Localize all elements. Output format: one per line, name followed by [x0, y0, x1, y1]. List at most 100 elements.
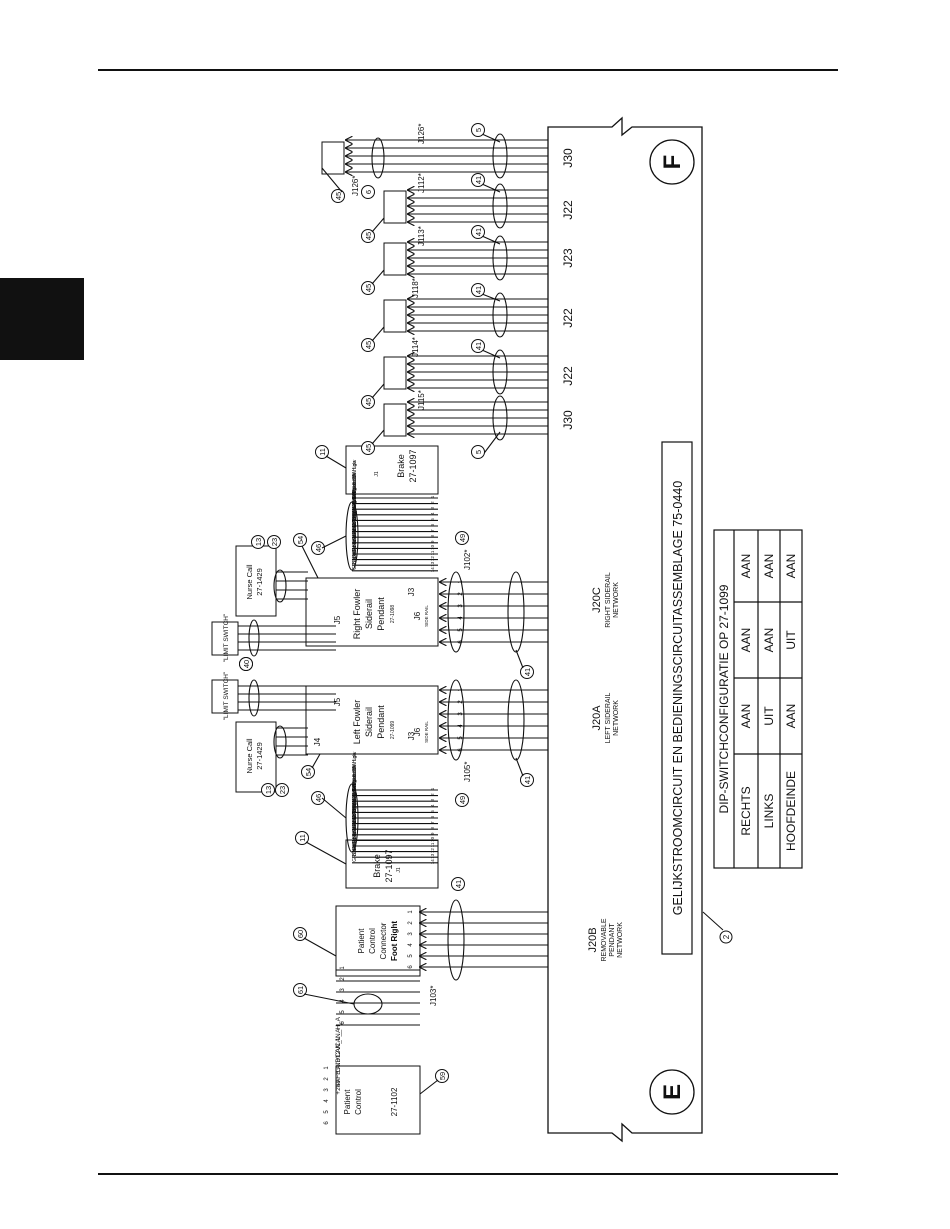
top-leader-3	[481, 293, 501, 302]
right_side-net-bubble-circle	[455, 531, 469, 545]
jack-j115: J115*	[417, 390, 426, 410]
right_side-nurse-tie-bubble-circle	[267, 535, 281, 549]
left_side-brake-pin-8: 9	[430, 832, 435, 835]
left_side-brake-pin-0: 1	[430, 787, 435, 790]
left_side-brake-pin-12: 13	[430, 853, 435, 859]
right_side-nurse-tie-bubble-number: 23	[270, 538, 279, 546]
pcc-line-4: Foot Right	[390, 921, 399, 961]
left_side-brake-wire-label-9: Brake LED Right	[352, 802, 358, 840]
left_side-nurse-bubble-circle	[261, 783, 275, 797]
svg-text:REMOVABLE: REMOVABLE	[601, 918, 608, 961]
right-brake-bubble-number: 11	[318, 448, 327, 456]
right_side-brake-pin-1: 2	[430, 501, 435, 504]
top-bubble-4-number: 41	[474, 342, 483, 350]
right-pendant-j5: J5	[333, 615, 342, 624]
top-box-bubble-2-circle	[361, 281, 375, 295]
left-brake-title: Brake	[372, 854, 382, 878]
pc-signal-1: CAN_L_A	[335, 1028, 342, 1058]
left_side-brake-pin-5: 6	[430, 815, 435, 818]
left_side-net-tie-bubble-number: 41	[523, 776, 532, 784]
chapter-tab	[0, 278, 84, 360]
pc-signal-5: +24V	[335, 1079, 342, 1095]
left_side-nurse-bubble-number: 13	[264, 786, 273, 794]
left-pendant-part: 27-1099	[390, 721, 396, 740]
dip-table-title: DIP-SWITCHCONFIGURATIE OP 27-1099	[717, 584, 731, 813]
board-callout-bubble	[719, 930, 733, 944]
pcc-pin-a-2: 3	[340, 988, 346, 992]
right_side-brake-pin-4: 5	[430, 518, 435, 521]
jack-j113: J113*	[417, 226, 426, 246]
right_side-brake-wire-label-2: Right Brake SW High	[352, 461, 358, 508]
top-box-bubble-0-number: 45	[334, 192, 343, 200]
connector-box-j126	[321, 141, 345, 175]
jack-j126-cable: J126*	[351, 176, 360, 196]
left-harness-jack: J105*	[463, 762, 472, 782]
top-bubble-5-circle	[471, 445, 485, 459]
left-pendant-leader	[311, 753, 321, 769]
connector-box-j115	[383, 403, 407, 437]
left-brake-part: 27-1097	[384, 849, 394, 882]
right_side-brake-wire-label-3: Brake SW Leftside	[352, 472, 358, 514]
pc-cable-bubble-circle	[293, 983, 307, 997]
dip-row-rechts-name: RECHTS	[739, 786, 753, 835]
dip-row-links-v1: AAN	[762, 554, 776, 579]
left_side-net-bubble-circle	[455, 793, 469, 807]
right-nurse-call-box	[235, 545, 277, 617]
left_side-brake-pin-13: 14	[430, 859, 435, 865]
pcc-pin-a-5: 6	[340, 1021, 346, 1025]
dip-row-hoofdeinde-v1: AAN	[784, 554, 798, 579]
board-callout-number: 2	[722, 934, 731, 939]
right-pendant-leader	[301, 545, 319, 579]
board-end-f-label: F	[659, 155, 686, 170]
top-box-bubble-4-circle	[361, 395, 375, 409]
right-pendant-line-1: Right Fowler	[352, 589, 362, 640]
top-box-bubble-1-circle	[361, 229, 375, 243]
connector-j20a: J20A LEFT SIDERAIL NETWORK	[591, 692, 620, 743]
pc-pin-4: 5	[324, 1110, 330, 1114]
left_side-brake-wire-label-6: Brake LED Reset	[352, 783, 358, 822]
pcc-pin-a-1: 2	[340, 977, 346, 981]
patient-control-line-1: Patient	[343, 1089, 352, 1115]
right-brake-box	[345, 445, 439, 495]
pc-bubble-circle	[435, 1069, 449, 1083]
patient-control-box	[335, 1065, 421, 1135]
top-box-leader-0	[321, 167, 343, 193]
svg-text:J20B: J20B	[587, 927, 599, 952]
left_side-brake-pin-11: 12	[430, 848, 435, 854]
left-pendant-j5: J5	[333, 697, 342, 706]
right_side-net-tie-leader	[515, 649, 524, 669]
top-box-bubble-3-number: 45	[364, 341, 373, 349]
left_side-brake-wire-label-7: Brake SW Low	[352, 795, 358, 828]
pcc-pin-b-3: 4	[408, 943, 414, 947]
left_side-net-pin-2: 3	[458, 712, 464, 716]
right_side-brake-wire-label-1: Left Brake SW Low	[352, 459, 358, 502]
top-bubble-3-number: 41	[474, 286, 483, 294]
right_side-harness-bubble-circle	[311, 541, 325, 555]
right_side-brake-wire-label-7: Brake SW Low	[352, 503, 358, 536]
top-box-leader-1	[371, 217, 385, 233]
right-limit-switch-label: "LIMIT SWITCH"	[223, 613, 230, 662]
left_side-brake-wire-label-5: Brake LED Brake	[352, 778, 358, 817]
right_side-brake-pin-2: 3	[430, 506, 435, 509]
left-nurse-call-line-2: 27-1429	[255, 742, 264, 770]
left-pendant-box	[305, 685, 439, 755]
svg-text:J20A: J20A	[591, 705, 603, 731]
left_side-net-bubble-number: 49	[458, 796, 467, 804]
left_side-brake-pin-10: 11	[430, 842, 435, 847]
left_side-brake-wire-label-3: Brake SW Leftside	[352, 764, 358, 806]
top-box-leader-2	[371, 269, 385, 285]
pcc-line-1: Patient	[357, 928, 366, 954]
patient-control-line-2: Control	[354, 1089, 363, 1115]
top-leader-1	[481, 183, 501, 193]
dip-row-rechts-v2: AAN	[739, 628, 753, 653]
right_side-brake-pin-9: 10	[430, 544, 435, 550]
right-pendant-bubble-circle	[293, 533, 307, 547]
left-pendant-bubble-circle	[301, 765, 315, 779]
svg-text:NETWORK: NETWORK	[617, 922, 624, 958]
right_side-brake-wire-label-4: Brake SW Rightside	[352, 474, 358, 519]
right_side-limit-tie	[248, 619, 260, 657]
top-bubble-3-circle	[471, 283, 485, 297]
left-pendant-j4: J4	[313, 737, 322, 746]
right_side-net-tie-a	[447, 571, 465, 653]
top-box-leader-3	[371, 326, 385, 342]
